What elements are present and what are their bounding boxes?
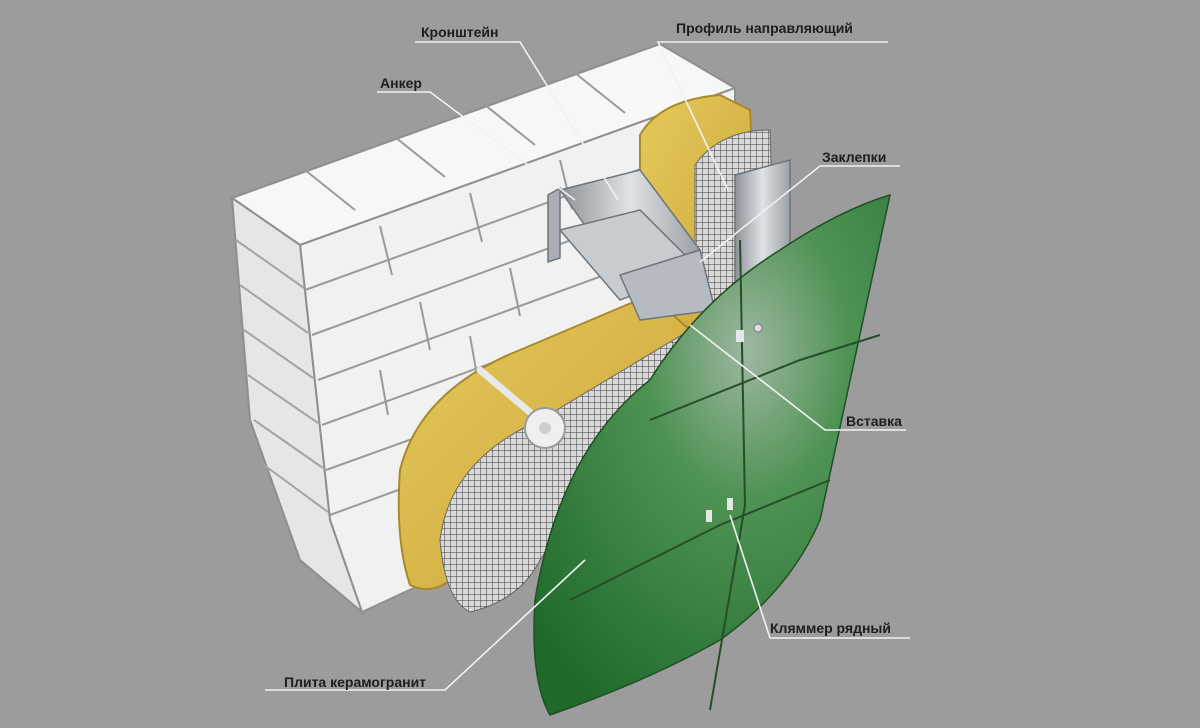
insert-clip-icon xyxy=(736,330,744,342)
rivet-icon xyxy=(753,323,763,333)
anchor-dowel xyxy=(476,366,566,449)
side-mortar-lines xyxy=(235,239,329,513)
leader-row-clamp xyxy=(729,514,910,639)
leader-bracket xyxy=(415,41,619,201)
tile-joints xyxy=(569,239,881,711)
label-bracket: Кронштейн xyxy=(421,24,499,40)
label-guide-profile: Профиль направляющий xyxy=(676,20,853,36)
label-row-clamp: Кляммер рядный xyxy=(770,620,891,636)
leader-tile xyxy=(265,559,586,691)
leader-insert xyxy=(689,324,906,431)
leader-anchor xyxy=(377,91,576,201)
label-tile: Плита керамогранит xyxy=(284,674,427,690)
row-clamp-icon xyxy=(727,498,733,510)
ceramic-granite-tile xyxy=(533,193,892,716)
label-insert: Вставка xyxy=(846,413,902,429)
leader-lines xyxy=(265,41,910,691)
leader-rivets xyxy=(699,165,900,263)
label-rivets: Заклепки xyxy=(822,149,887,165)
label-anchor: Анкер xyxy=(380,75,422,91)
leader-guide-profile xyxy=(656,41,888,191)
mortar-lines xyxy=(289,60,736,516)
bracket xyxy=(547,169,716,321)
row-clamp-icon xyxy=(706,510,712,522)
